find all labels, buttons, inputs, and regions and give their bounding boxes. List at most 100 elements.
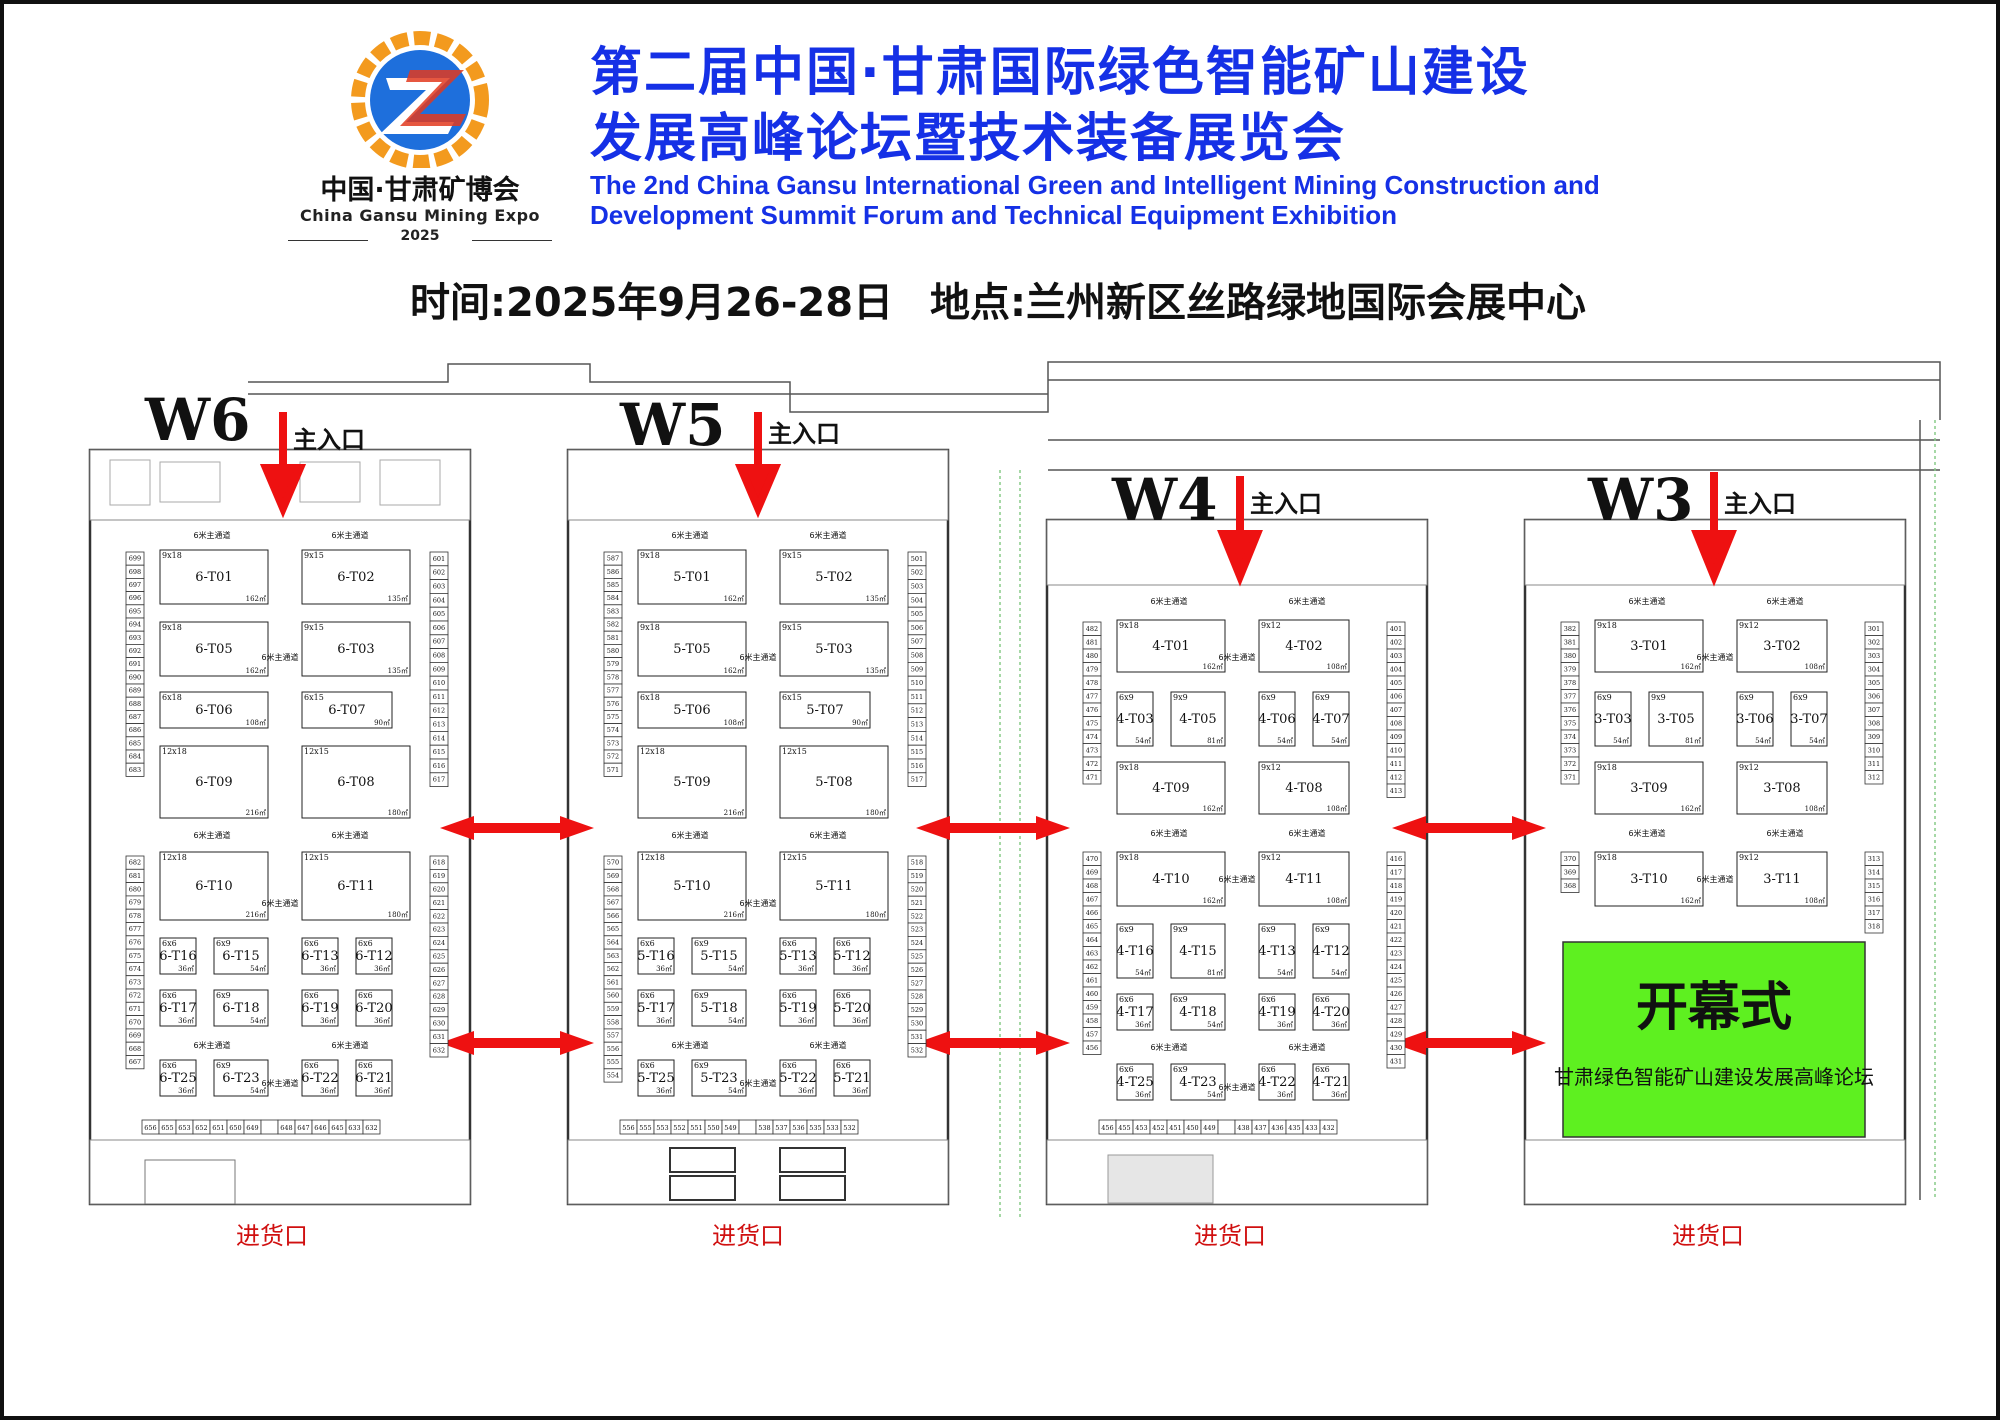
aisle-label: 6米主通道 (193, 530, 230, 540)
booth-id: 5-T12 (833, 949, 870, 964)
small-booth-id: 605 (433, 610, 445, 618)
small-booth-id: 682 (129, 859, 141, 867)
booth (355, 1059, 393, 1097)
booth (637, 549, 747, 605)
small-booth-id: 429 (1390, 1030, 1402, 1038)
small-booth-id: 305 (1868, 679, 1880, 687)
aisle-label: 6米主通道 (261, 1078, 298, 1088)
hall-label-w3: W3 (1587, 466, 1694, 534)
small-booth-id: 380 (1564, 652, 1576, 660)
small-booth-id: 308 (1868, 719, 1880, 727)
booth-area: 108㎡ (1327, 805, 1347, 813)
booth-area: 54㎡ (1755, 737, 1771, 745)
booth (355, 937, 393, 975)
title-cn-line1: 第二届中国·甘肃国际绿色智能矿山建设 (590, 43, 1530, 103)
small-booth-id: 526 (911, 966, 923, 974)
booth-area: 54㎡ (1809, 737, 1825, 745)
hall-w6: W6 (88, 386, 472, 1206)
small-booth-id: 616 (433, 762, 445, 770)
small-booth-id: 421 (1390, 922, 1402, 930)
small-booth-id: 423 (1390, 949, 1402, 957)
small-booth-id: 517 (911, 776, 923, 784)
booth-area: 36㎡ (178, 1087, 194, 1095)
booth-id: 4-T18 (1179, 1005, 1216, 1020)
small-booth-id: 555 (639, 1124, 651, 1132)
small-booth-id: 303 (1868, 652, 1880, 660)
booth (1258, 1063, 1296, 1101)
small-booth-id: 578 (607, 673, 619, 681)
booth-id: 3-T11 (1763, 872, 1800, 887)
connector-arrows (440, 816, 1546, 1055)
booth-dim: 6x6 (1315, 995, 1330, 1004)
floor-plan: W6 W5 W4 W3 主入口 主入口 主入口 主入口 进货口 进货 (88, 361, 1941, 1250)
small-booth-id: 438 (1237, 1124, 1249, 1132)
small-booth-id: 408 (1390, 719, 1402, 727)
booth (1170, 1063, 1226, 1101)
booth (1594, 761, 1704, 815)
small-booth-id: 475 (1086, 719, 1098, 727)
booth-area: 36㎡ (374, 1087, 390, 1095)
entrance-label-w3: 主入口 (1724, 490, 1796, 518)
booth-id: 5-T01 (673, 570, 710, 585)
small-booth-id: 582 (607, 621, 619, 629)
small-booth-id: 675 (129, 952, 141, 960)
aisle-label: 6米主通道 (1288, 828, 1325, 838)
booth-id: 6-T12 (355, 949, 392, 964)
booth-id: 6-T11 (337, 879, 374, 894)
small-booth-id: 501 (911, 555, 923, 563)
booth-id: 4-T16 (1116, 944, 1153, 959)
booth (691, 937, 747, 975)
booth-area: 36㎡ (852, 1087, 868, 1095)
small-booth-id: 581 (607, 634, 619, 642)
aisle-label: 6米主通道 (671, 530, 708, 540)
booth (1312, 993, 1350, 1031)
booth-id: 5-T10 (673, 879, 710, 894)
booth-area: 36㎡ (178, 1017, 194, 1025)
booth-dim: 9x18 (1119, 763, 1139, 772)
small-booth-id: 673 (129, 978, 141, 986)
booth (1116, 851, 1226, 907)
booth-area: 36㎡ (798, 1017, 814, 1025)
small-booth-id: 377 (1564, 692, 1576, 700)
booth (1116, 761, 1226, 815)
booth-dim: 6x6 (1261, 995, 1276, 1004)
booth-id: 5-T03 (815, 642, 852, 657)
small-booth-id: 687 (129, 713, 141, 721)
small-booth-id: 633 (348, 1124, 360, 1132)
booth-id: 6-T10 (195, 879, 232, 894)
small-booth-id: 503 (911, 583, 923, 591)
small-booth (260, 1119, 279, 1135)
entrance-arrow-w3 (1691, 472, 1737, 587)
booth-id: 4-T23 (1179, 1075, 1216, 1090)
booth-dim: 6x9 (694, 991, 709, 1000)
booth-id: 5-T15 (700, 949, 737, 964)
small-booth-id: 611 (433, 693, 445, 701)
aisle-label: 6米主通道 (809, 830, 846, 840)
booth-area: 162㎡ (1681, 663, 1701, 671)
small-booth-id: 368 (1564, 882, 1576, 890)
booth-area: 54㎡ (1135, 969, 1151, 977)
small-booth-id: 689 (129, 687, 141, 695)
booth-id: 6-T08 (337, 775, 374, 790)
small-booth-id: 479 (1086, 665, 1098, 673)
booth-id: 6-T16 (159, 949, 196, 964)
booth-dim: 9x18 (1597, 853, 1617, 862)
booth-dim: 6x6 (304, 1061, 319, 1070)
booth (779, 851, 889, 921)
entrance-arrow-w6 (259, 412, 307, 519)
booth-area: 135㎡ (866, 667, 886, 675)
aisle-label: 6米主通道 (809, 530, 846, 540)
booth-dim: 9x18 (1597, 621, 1617, 630)
booth (301, 549, 411, 605)
booth (637, 989, 675, 1027)
booth-dim: 6x6 (640, 991, 655, 1000)
small-booth-id: 478 (1086, 679, 1098, 687)
small-booth-id: 437 (1254, 1124, 1266, 1132)
booth (1736, 851, 1828, 907)
booth-dim: 12x18 (640, 853, 665, 862)
booth (1648, 691, 1704, 747)
booth-dim: 9x12 (1739, 763, 1759, 772)
small-booth (840, 1119, 859, 1135)
booth (1258, 851, 1350, 907)
booth-id: 6-T07 (328, 703, 365, 718)
